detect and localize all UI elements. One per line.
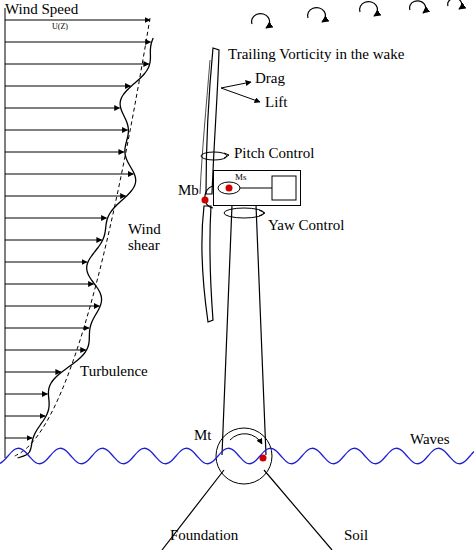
annotation-label: Trailing Vorticity in the wake <box>228 47 404 63</box>
annotation-label: Drag <box>255 71 285 87</box>
wind-arrow <box>5 20 150 21</box>
drag-leader <box>221 82 251 88</box>
wind-arrow <box>5 152 124 153</box>
wind-arrow <box>5 86 130 87</box>
annotation-label: Wind Speed <box>5 2 78 18</box>
yaw-rotation <box>224 208 264 218</box>
base-circle <box>216 428 272 484</box>
annotation-label: Soil <box>344 528 368 544</box>
sea-waves <box>0 448 474 463</box>
wind-arrow <box>5 42 151 43</box>
wind-arrow <box>5 240 102 241</box>
vortex <box>448 0 462 9</box>
vortex <box>308 8 326 22</box>
wind-arrow <box>5 306 99 307</box>
vortex <box>252 14 270 28</box>
wake-vortices <box>252 0 462 28</box>
annotation-label: Mb <box>178 183 199 199</box>
wind-arrow <box>5 174 133 175</box>
base-moment-arrow <box>230 434 262 444</box>
vortex <box>360 2 378 16</box>
shaft-rotation <box>218 182 240 194</box>
lift-leader <box>221 88 260 102</box>
wind-arrow <box>5 130 127 131</box>
annotation-label: Yaw Control <box>268 218 344 234</box>
foundation-legs <box>162 470 332 550</box>
pitch-rotation <box>201 152 227 160</box>
nacelle-box: Ms <box>213 170 301 206</box>
lower-blade <box>202 206 213 322</box>
wind-arrow <box>5 394 47 395</box>
annotation-label: U(Z) <box>52 23 68 31</box>
generator <box>272 176 296 200</box>
blade-edge <box>200 60 210 194</box>
wind-arrow <box>5 262 87 263</box>
annotation-label: Lift <box>265 95 288 111</box>
height-axis <box>5 8 6 458</box>
wind-arrow <box>5 108 120 109</box>
yaw-arrow <box>259 210 265 216</box>
blade-moment-point <box>202 197 209 204</box>
shaft-moment-point <box>226 185 233 192</box>
wind-arrow <box>5 218 107 219</box>
shaft <box>240 188 272 189</box>
annotation-label: Pitch Control <box>234 146 314 162</box>
wind-arrow <box>5 438 32 439</box>
vortex <box>410 1 426 13</box>
annotation-label: Foundation <box>170 528 238 544</box>
pitch-arrow <box>224 153 229 158</box>
annotation-label: Wind shear <box>128 222 174 254</box>
wind-arrow <box>5 64 149 65</box>
annotation-label: Mt <box>194 428 212 444</box>
wind-arrow <box>5 350 86 351</box>
wind-arrow <box>5 372 61 373</box>
wind-arrow <box>5 284 93 285</box>
wind-arrow <box>5 196 126 197</box>
wind-arrow <box>5 416 45 417</box>
annotation-label: Waves <box>410 432 450 448</box>
tower <box>222 205 266 455</box>
annotation-label: Turbulence <box>78 364 150 380</box>
moment-label: Ms <box>235 173 247 182</box>
wind-arrow <box>5 328 89 329</box>
